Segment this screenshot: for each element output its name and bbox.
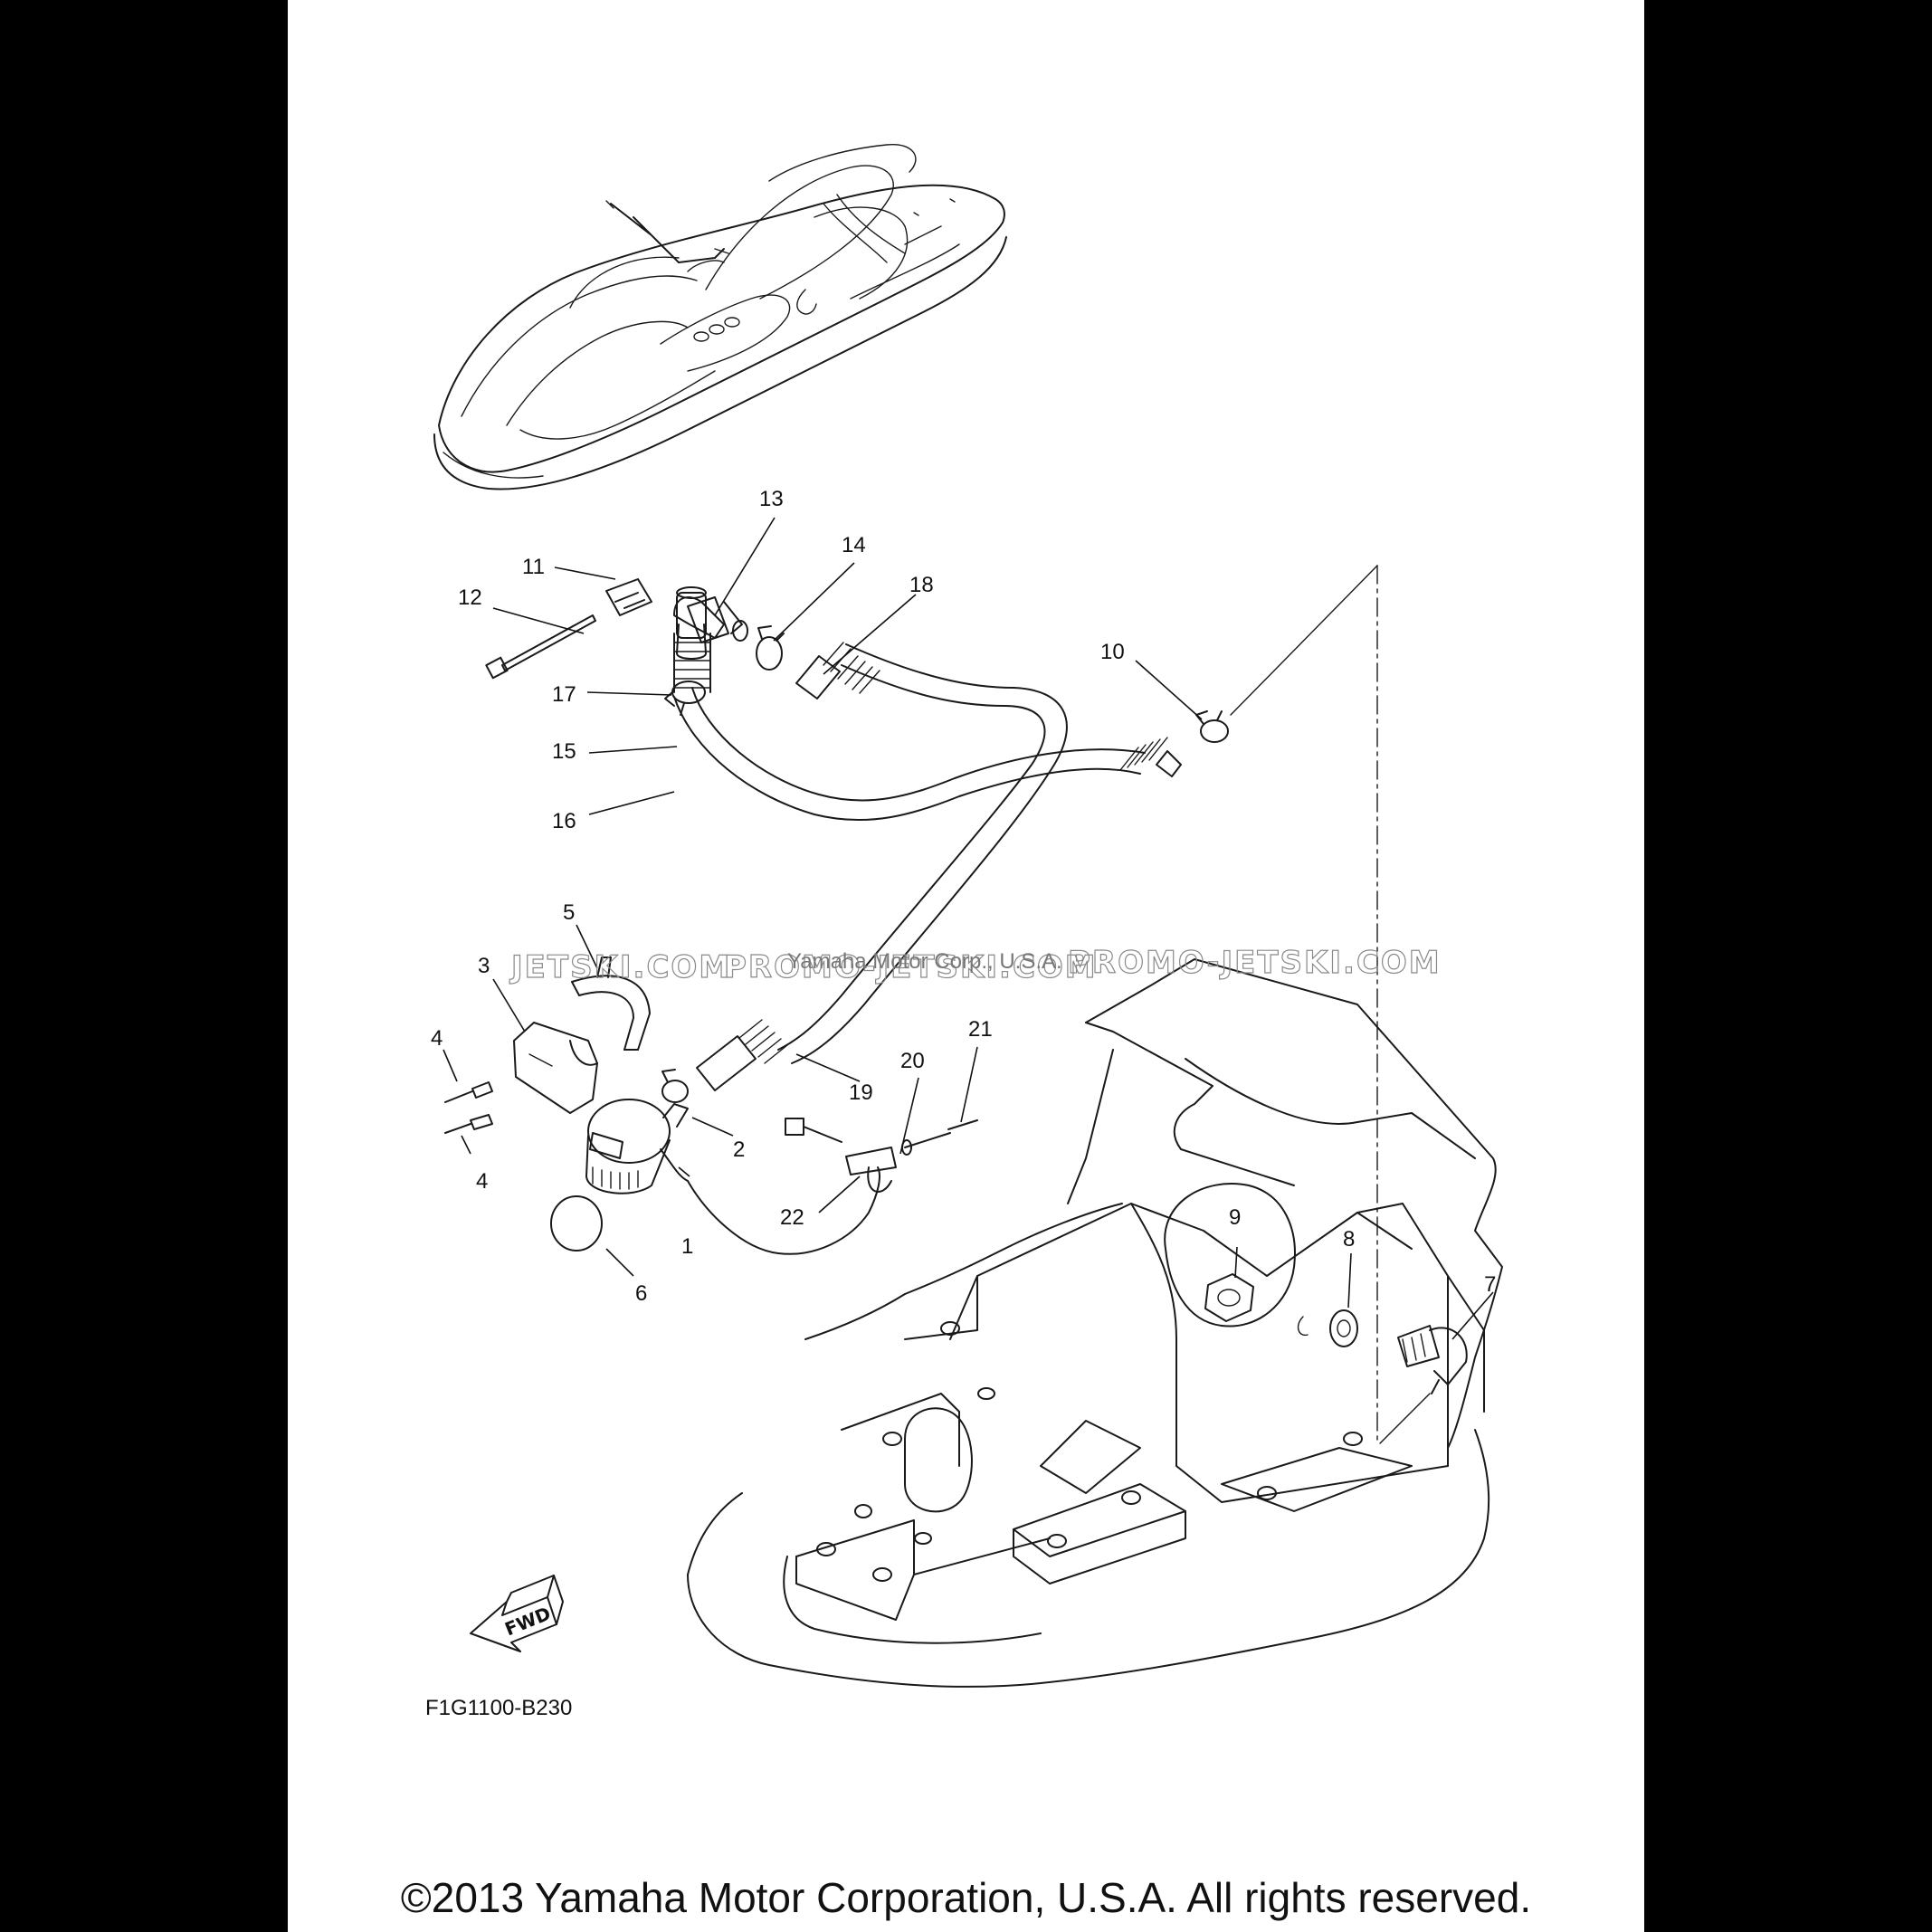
bilge-hose <box>673 633 1146 1064</box>
pump-cover-6 <box>550 1195 603 1252</box>
callout-leaders <box>443 517 1494 1340</box>
callout-8: 8 <box>1343 1227 1355 1252</box>
callout-20: 20 <box>900 1049 925 1073</box>
callout-7: 7 <box>1484 1272 1496 1297</box>
callout-11: 11 <box>522 555 545 579</box>
callout-10: 10 <box>1100 640 1125 664</box>
callout-16: 16 <box>552 809 576 833</box>
fwd-label: FWD <box>501 1603 554 1641</box>
cable-tie-holder-11 <box>605 578 652 616</box>
elbow-fitting-13 <box>673 586 748 660</box>
reference-lines <box>1230 565 1431 1444</box>
copyright-notice: ©2013 Yamaha Motor Corporation, U.S.A. A… <box>400 1874 1532 1921</box>
part-code: F1G1100-B230 <box>425 1696 572 1720</box>
callout-21: 21 <box>968 1017 993 1042</box>
watermark-1: JETSKI.COM <box>509 949 731 985</box>
callout-5: 5 <box>563 900 575 925</box>
cable-tie-12 <box>485 614 596 680</box>
corrugated-ends <box>673 642 1182 1091</box>
watermark-3: PROMO-JETSKI.COM <box>1068 945 1442 981</box>
callout-15: 15 <box>552 739 576 764</box>
mount-bosses <box>816 1321 1363 1582</box>
rivet-21 <box>901 1119 978 1156</box>
fwd-arrow-icon: FWD <box>470 1575 564 1652</box>
pump-mount-base <box>795 1203 1485 1621</box>
pump-bracket-3 <box>513 1022 598 1114</box>
hull-opening-9 <box>1164 1183 1296 1328</box>
hull-floor <box>687 958 1503 1688</box>
callout-19: 19 <box>849 1080 873 1105</box>
bilge-pump-1 <box>585 1099 880 1255</box>
callout-14: 14 <box>842 533 866 557</box>
callout-2: 2 <box>733 1137 745 1162</box>
callout-labels: 1 2 3 4 4 5 6 7 8 9 10 11 12 13 14 15 16… <box>431 487 1496 1306</box>
watermark-2: PROMO-JETSKI.COM <box>724 949 1098 985</box>
callout-3: 3 <box>478 954 490 978</box>
watermark-owner: Yamaha Motor Corp., U.S.A. <box>787 949 1062 974</box>
callout-6: 6 <box>635 1281 647 1306</box>
callout-18: 18 <box>909 573 934 597</box>
clamp-20-22 <box>845 1147 897 1193</box>
callout-22: 22 <box>780 1205 804 1230</box>
pump-band-5 <box>571 956 651 1051</box>
watercraft-illustration <box>433 144 1007 490</box>
washer-8 <box>1297 1309 1358 1347</box>
wire-connector <box>785 1118 842 1143</box>
callout-4a: 4 <box>431 1026 443 1051</box>
callout-4b: 4 <box>476 1169 488 1194</box>
callout-1: 1 <box>681 1234 693 1259</box>
hose-clamps <box>661 625 1229 1103</box>
watermark-strip: JETSKI.COM PROMO-JETSKI.COM PROMO-JETSKI… <box>509 944 1442 985</box>
rivets-4 <box>444 1081 493 1134</box>
callout-13: 13 <box>759 487 784 511</box>
callout-17: 17 <box>552 682 576 707</box>
callout-9: 9 <box>1229 1205 1241 1230</box>
callout-12: 12 <box>458 585 482 610</box>
elbow-fitting-7 <box>1397 1325 1468 1394</box>
